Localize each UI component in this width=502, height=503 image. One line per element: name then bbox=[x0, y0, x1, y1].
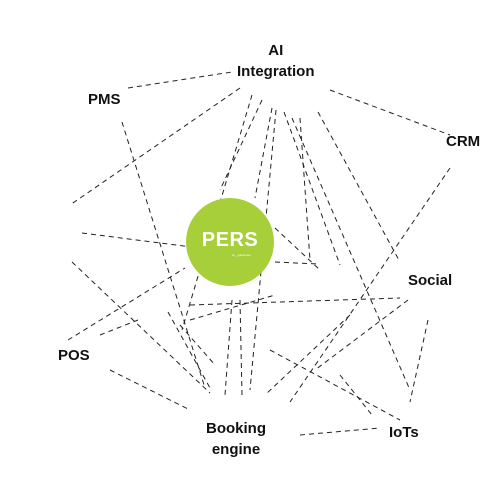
node-social-label: Social bbox=[408, 272, 453, 289]
connector-line bbox=[189, 297, 401, 306]
node-social: Social bbox=[408, 270, 452, 291]
node-iots: IoTs bbox=[389, 422, 419, 443]
connector-line bbox=[127, 71, 233, 89]
connector-line bbox=[109, 369, 191, 411]
connector-line bbox=[189, 294, 276, 321]
connector-line bbox=[299, 427, 381, 436]
connector-line bbox=[329, 89, 451, 136]
hub-tagline: by _gapsonos bbox=[232, 253, 251, 257]
node-crm-label: CRM bbox=[446, 133, 481, 150]
node-pos: POS bbox=[58, 345, 90, 366]
connector-line bbox=[239, 299, 243, 396]
connector-line bbox=[339, 374, 373, 416]
connector-line bbox=[71, 261, 211, 394]
connector-line bbox=[289, 167, 451, 403]
connector-line bbox=[179, 324, 216, 366]
node-booking-engine-line2: engine bbox=[211, 441, 261, 458]
connector-line bbox=[274, 227, 321, 271]
connector-line bbox=[67, 267, 186, 341]
connector-line bbox=[167, 311, 211, 389]
node-ai-integration: AI Integration bbox=[237, 40, 315, 82]
hub-title: PERS bbox=[201, 229, 259, 251]
connector-line bbox=[181, 94, 253, 331]
connector-line bbox=[283, 111, 341, 266]
connector-line bbox=[121, 121, 206, 389]
connector-line bbox=[409, 319, 429, 403]
connector-line bbox=[269, 349, 401, 421]
connector-line bbox=[317, 111, 401, 263]
node-booking-engine-line1: Booking bbox=[206, 420, 266, 437]
connector-line bbox=[249, 109, 277, 391]
connector-line bbox=[264, 314, 351, 396]
node-pms-label: PMS bbox=[88, 91, 121, 108]
connector-line bbox=[254, 107, 273, 199]
connector-line bbox=[314, 299, 409, 371]
node-ai-integration-line1: AI bbox=[268, 42, 284, 59]
node-ai-integration-line2: Integration bbox=[237, 63, 315, 80]
connector-line bbox=[291, 117, 411, 391]
connector-line bbox=[219, 99, 263, 191]
node-pos-label: POS bbox=[58, 347, 90, 364]
connector-line bbox=[274, 261, 319, 265]
connector-line bbox=[69, 87, 241, 206]
node-crm: CRM bbox=[446, 131, 480, 152]
connector-line bbox=[224, 299, 233, 396]
dashed-connectors bbox=[67, 71, 451, 436]
node-iots-label: IoTs bbox=[389, 424, 419, 441]
connector-line bbox=[299, 117, 311, 261]
node-booking-engine: Booking engine bbox=[206, 418, 266, 460]
connector-line bbox=[99, 319, 139, 336]
node-pms: PMS bbox=[88, 89, 121, 110]
pers-hub: PERS by _gapsonos bbox=[186, 198, 274, 286]
